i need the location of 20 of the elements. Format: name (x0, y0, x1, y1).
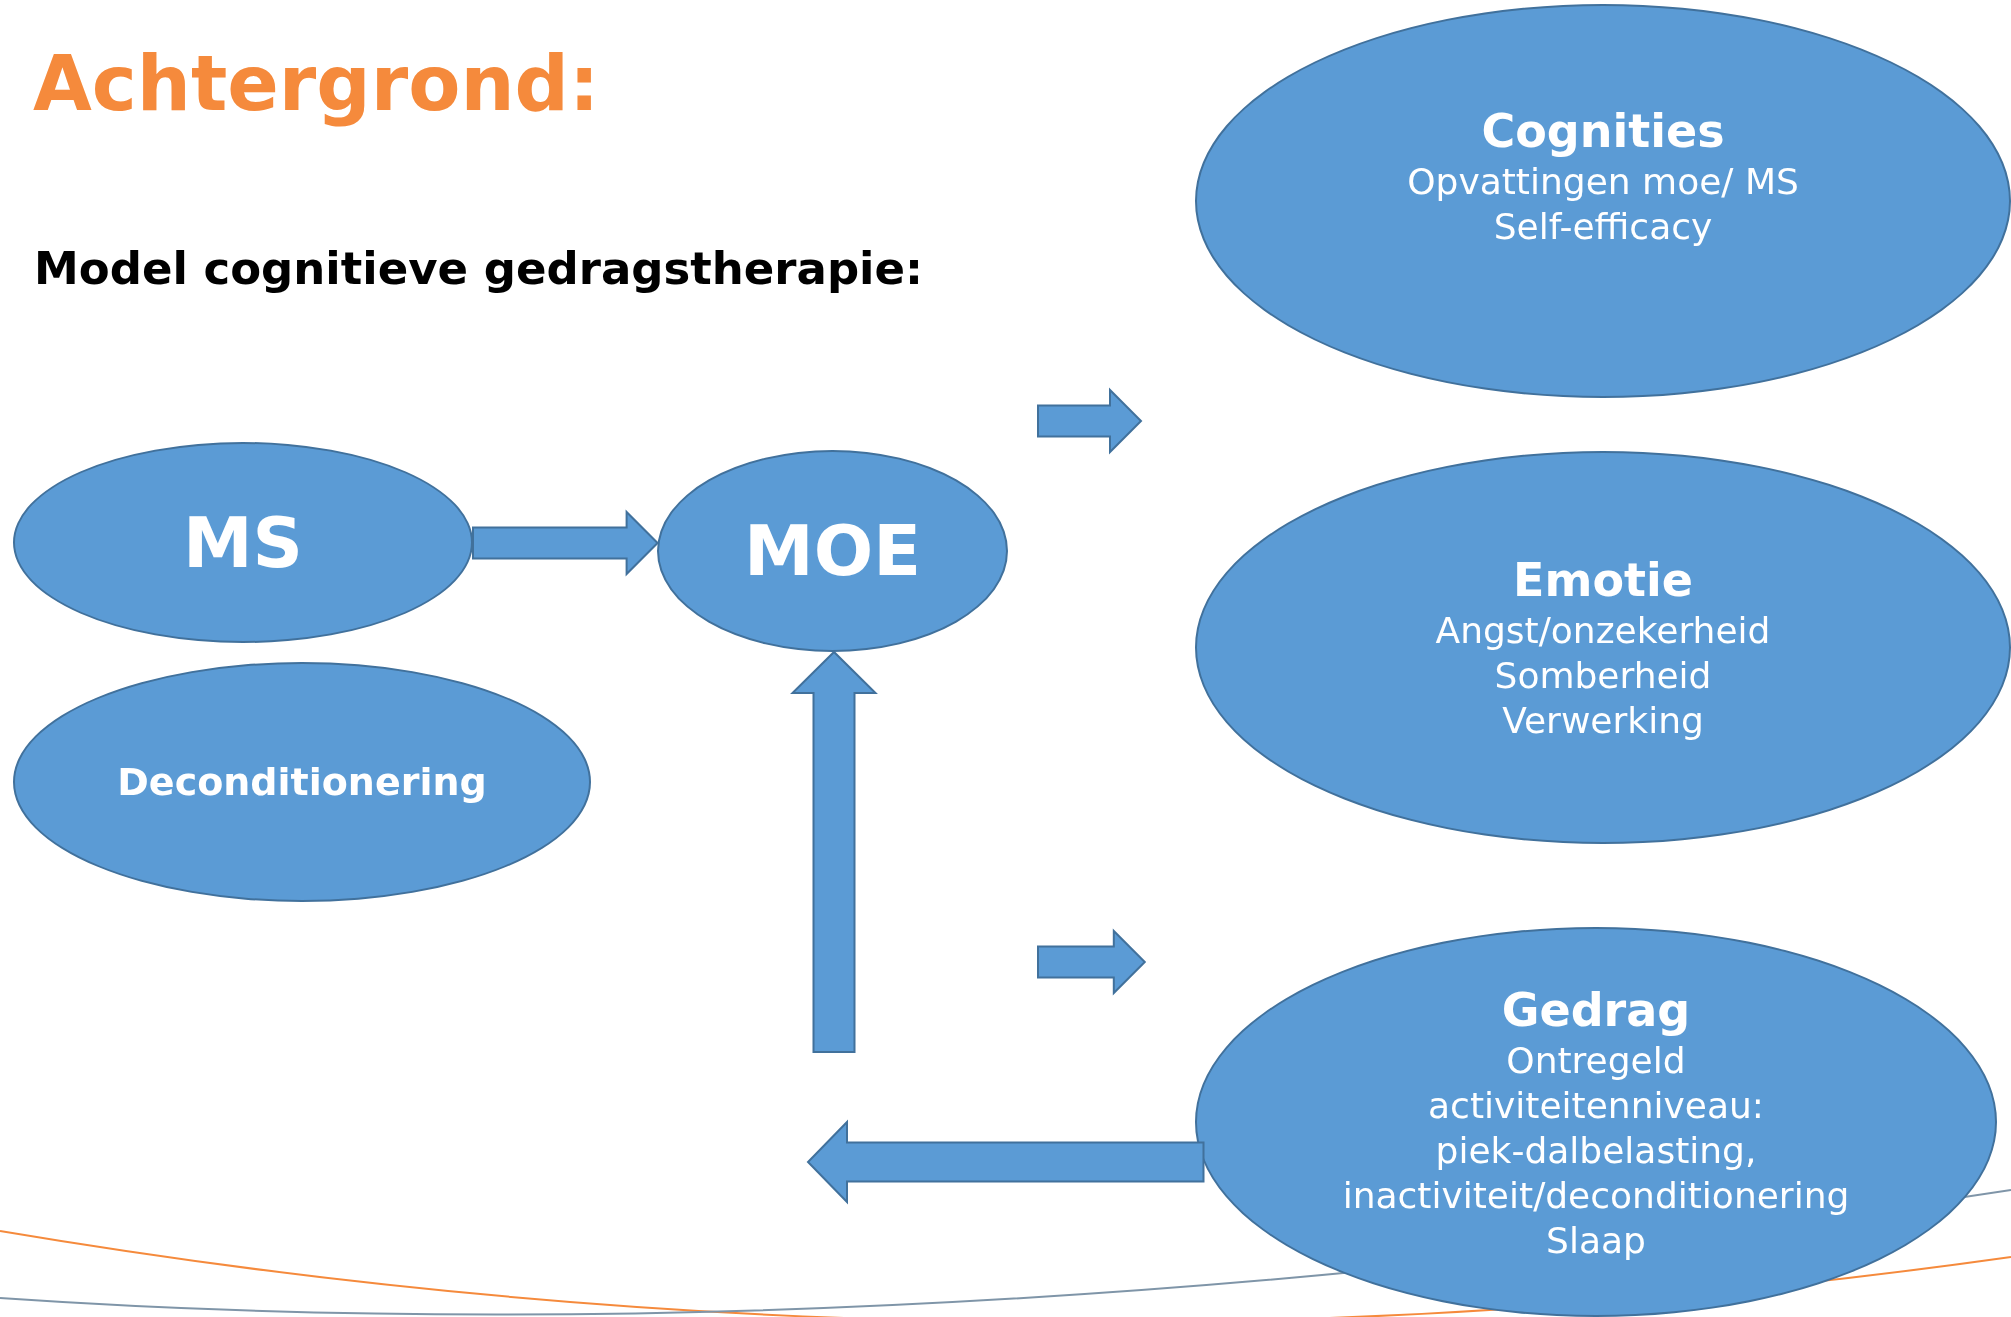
node-text: Opvattingen moe/ MS (1407, 160, 1799, 204)
slide-title: Achtergrond: (33, 42, 600, 126)
node-heading: Cognities (1481, 103, 1725, 159)
block-arrow (790, 650, 878, 1053)
node-heading: Deconditionering (117, 759, 487, 806)
node-heading: MOE (744, 509, 921, 593)
node-text: Somberheid (1494, 654, 1712, 698)
node-text: Ontregeld activiteitenniveau: piek-dalbelasting, inactiviteit/deconditionering (1342, 1038, 1850, 1218)
node-heading: Gedrag (1501, 981, 1691, 1038)
block-arrow (806, 1119, 1205, 1205)
block-arrow (1037, 387, 1143, 455)
node-text: Self-efficacy (1493, 205, 1713, 249)
node-heading: MS (182, 500, 304, 585)
subtitle: Model cognitieve gedragstherapie: (34, 242, 924, 295)
node-heading: Emotie (1513, 552, 1693, 608)
block-arrow (472, 509, 659, 577)
node-text: Angst/onzekerheid (1435, 609, 1771, 653)
node-text: Slaap (1546, 1218, 1646, 1263)
block-arrow (1037, 928, 1147, 996)
node-text: Verwerking (1502, 699, 1704, 743)
